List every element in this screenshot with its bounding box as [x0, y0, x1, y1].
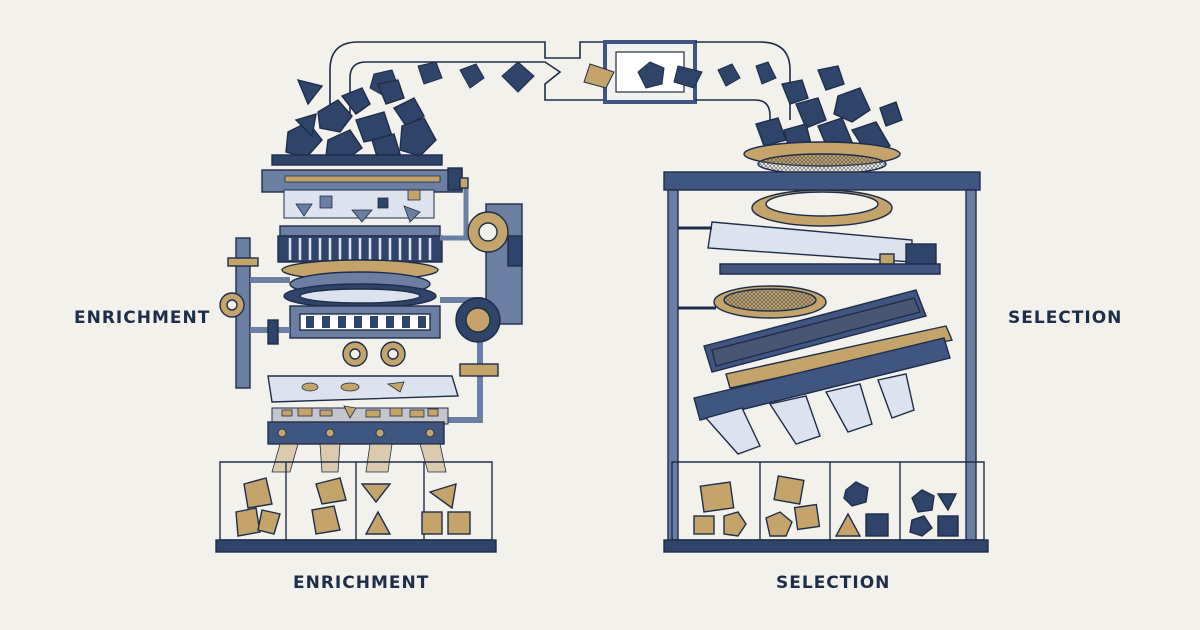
selection-machine — [663, 65, 981, 541]
right-bottom-label: SELECTION — [776, 573, 891, 593]
enrichment-feed-rocks — [285, 78, 437, 161]
pipe-contents — [369, 61, 777, 97]
left-side-label: ENRICHMENT — [74, 308, 211, 328]
selection-bins — [663, 461, 989, 553]
gear-icon — [219, 211, 509, 367]
left-bottom-label: ENRICHMENT — [293, 573, 430, 593]
right-side-label: SELECTION — [1008, 308, 1123, 328]
enrichment-machine — [219, 78, 523, 473]
enrichment-bins — [215, 461, 497, 553]
